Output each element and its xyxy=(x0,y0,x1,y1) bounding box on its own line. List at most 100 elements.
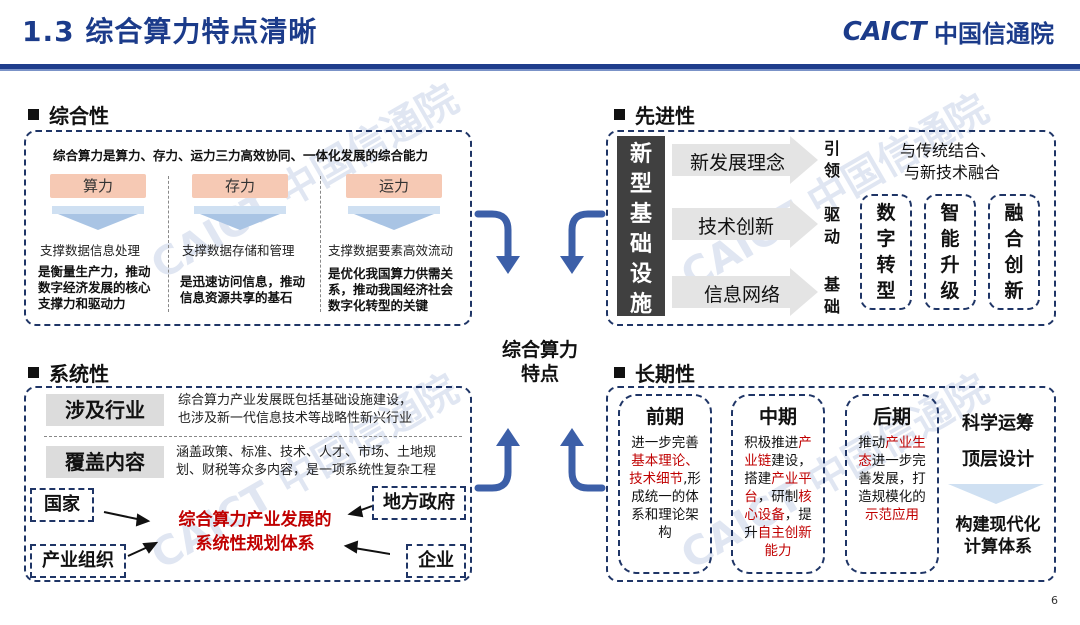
verb-drive: 驱动 xyxy=(824,205,841,246)
pillar-fusion-innovation: 融合创新 xyxy=(988,194,1040,310)
logo-en: CAICT xyxy=(842,16,927,47)
actor-industry-org: 产业组织 xyxy=(30,544,126,578)
phase-text-plain: 成统一的 xyxy=(631,489,686,505)
phase-text-highlight: 产 xyxy=(798,435,812,451)
actor-country: 国家 xyxy=(30,488,94,522)
column-desc: 支撑数据信息处理 xyxy=(40,243,141,258)
actor-local-government: 地方政府 xyxy=(372,486,466,520)
phase-text-highlight: 心设备 xyxy=(744,507,785,523)
verb-lead: 引领 xyxy=(824,139,841,180)
label-industry: 涉及行业 xyxy=(46,394,164,426)
up-arrowhead-icon xyxy=(496,428,520,446)
phase-text-plain: ，提 xyxy=(784,507,812,523)
down-arrow-icon xyxy=(354,214,434,230)
phase-late: 后期 推动产业生态进一步完善发展，打造规模化的示范应用 xyxy=(845,394,939,574)
gray-arrows xyxy=(672,136,818,316)
phase-text: 积极推进产业链建设，搭建产业平台，研制核心设备，提升自主创新能力 xyxy=(739,434,817,560)
logo-cn: 中国信通院 xyxy=(934,20,1054,48)
page-number: 6 xyxy=(1051,594,1058,607)
actor-arrows xyxy=(103,505,390,557)
header-rule-thin xyxy=(0,69,1080,71)
pillar-intelligent-upgrade: 智能升级 xyxy=(924,194,976,310)
column-desc: 支撑数据存储和管理 xyxy=(182,243,295,258)
label-coverage: 覆盖内容 xyxy=(46,446,164,478)
bullet-square-icon xyxy=(614,109,625,120)
phase-text-plain: 体系和理 xyxy=(631,489,699,523)
section-heading-advanced: 先进性 xyxy=(614,100,695,129)
phase-text-plain: 进一步完 xyxy=(631,435,686,451)
down-arrowhead-icon xyxy=(560,256,584,274)
down-arrow-bar xyxy=(52,206,144,214)
phase-text-plain: 升 xyxy=(744,525,758,541)
bullet-square-icon xyxy=(614,367,625,378)
chip-transport: 运力 xyxy=(346,174,442,198)
arrow-line xyxy=(353,547,390,556)
arrowhead-icon xyxy=(135,513,151,527)
row-divider xyxy=(44,436,462,437)
page-title: 1.3 综合算力特点清晰 xyxy=(22,15,318,48)
down-arrow-icon xyxy=(58,214,138,230)
phase-text-highlight: 业链 xyxy=(744,453,772,469)
phase-text-plain: 善 xyxy=(685,435,699,451)
down-arrowhead-icon xyxy=(496,256,520,274)
comprehensive-panel xyxy=(24,130,472,326)
phase-text-plain: 积极推进 xyxy=(744,435,799,451)
actor-enterprise: 企业 xyxy=(406,544,466,578)
bullet-square-icon xyxy=(28,367,39,378)
phase-text-plain: ，研制 xyxy=(757,489,799,505)
systemic-panel xyxy=(24,386,472,582)
phase-title: 后期 xyxy=(872,406,911,428)
phase-text-highlight: 基本理 xyxy=(631,453,672,469)
arrowhead-icon xyxy=(347,505,364,518)
phase-title: 前期 xyxy=(645,406,684,428)
connector-path xyxy=(568,210,606,262)
arrow-label: 信息网络 xyxy=(704,284,781,306)
longterm-panel xyxy=(606,386,1056,582)
arrow-line xyxy=(103,511,143,521)
phase-text-highlight: 台 xyxy=(744,489,758,505)
phase-text-plain: 论架构 xyxy=(658,507,699,541)
phase-text-plain: 步完善发 xyxy=(858,453,926,487)
down-arrow-bar xyxy=(348,206,440,214)
phase-early: 前期 进一步完善基本理论、技术细节,形成统一的体系和理论架构 xyxy=(618,394,712,574)
column-desc: 支撑数据要素高效流动 xyxy=(328,243,454,258)
new-infrastructure-label: 新型基 础设施 xyxy=(617,136,665,317)
phase-text-plain: 规模化的 xyxy=(871,489,926,505)
arrow-shape xyxy=(672,136,818,184)
up-arrowhead-icon xyxy=(560,428,584,446)
column-role: 是衡量生产力，推动 数字经济发展的核心 支撑力和驱动力 xyxy=(38,264,151,311)
phase-text: 进一步完善基本理论、技术细节,形成统一的体系和理论架构 xyxy=(626,434,704,542)
down-arrow-bar xyxy=(194,206,286,214)
comprehensive-intro: 综合算力是算力、存力、运力三力高效协同、一体化发展的综合能力 xyxy=(53,148,429,163)
phase-text-plain: 建设， xyxy=(771,453,812,469)
column-divider xyxy=(168,176,169,312)
arrow-label: 新发展理念 xyxy=(690,152,786,174)
arrowhead-icon xyxy=(142,541,159,554)
down-arrow-icon xyxy=(200,214,280,230)
down-arrow-icon xyxy=(948,484,1044,504)
arrow-label: 技术创新 xyxy=(698,216,775,238)
phase-text-plain: 推动 xyxy=(858,435,886,451)
connector-path xyxy=(474,440,512,492)
arrowhead-icon xyxy=(343,540,359,554)
phase-text-highlight: 能力 xyxy=(764,543,792,559)
phase-text-plain: ,形 xyxy=(683,471,701,487)
industry-text: 综合算力产业发展既包括基础设施建设， 也涉及新一代信息技术等战略性新兴行业 xyxy=(178,393,413,426)
column-role: 是优化我国算力供需关 系，推动我国经济社会 数字化转型的关键 xyxy=(328,266,454,313)
section-heading-systemic: 系统性 xyxy=(28,358,109,387)
phase-text-highlight: 细节 xyxy=(656,471,684,487)
connector-path xyxy=(474,210,512,262)
top-level-design: 科学运筹 顶层设计 xyxy=(962,413,1034,470)
section-heading-comprehensive: 综合性 xyxy=(28,100,109,129)
phase-middle: 中期 积极推进产业链建设，搭建产业平台，研制核心设备，提升自主创新能力 xyxy=(731,394,825,574)
column-role: 是迅速访问信息，推动 信息资源共享的基石 xyxy=(180,274,306,305)
phase-text-highlight: 论、技术 xyxy=(629,453,699,487)
phase-text-plain: 搭建 xyxy=(744,471,772,487)
chip-storage: 存力 xyxy=(192,174,288,198)
phase-text-plain: 展，打造 xyxy=(858,471,926,505)
center-connectors xyxy=(474,210,606,492)
arrow-shape xyxy=(672,268,818,316)
center-label: 综合算力 特点 xyxy=(501,339,578,385)
verb-base: 基础 xyxy=(824,275,841,316)
caict-logo: CAICT 中国信通院 xyxy=(843,14,1054,49)
